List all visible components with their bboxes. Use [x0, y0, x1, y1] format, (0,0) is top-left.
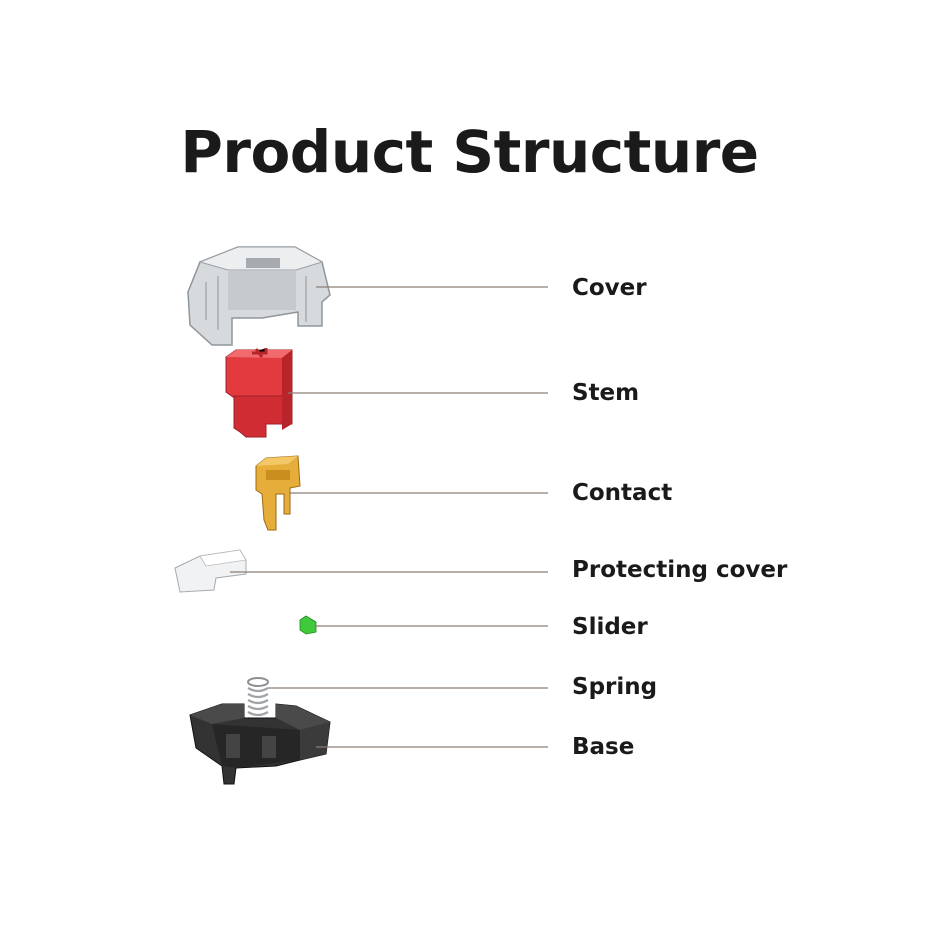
label-cover: Cover	[572, 275, 647, 301]
contact-illustration	[255, 455, 301, 531]
stem-illustration	[225, 348, 293, 438]
leader-lines	[230, 286, 548, 748]
label-slider: Slider	[572, 614, 648, 640]
protecting-cover-illustration	[174, 549, 247, 593]
cover-illustration	[187, 246, 331, 346]
label-protecting-cover: Protecting cover	[572, 557, 788, 583]
label-base: Base	[572, 734, 635, 760]
label-stem: Stem	[572, 380, 640, 406]
base-illustration	[189, 703, 331, 785]
label-spring: Spring	[572, 674, 658, 700]
label-contact: Contact	[572, 480, 673, 506]
slider-illustration	[299, 615, 317, 635]
page-title: Product Structure	[180, 118, 759, 186]
